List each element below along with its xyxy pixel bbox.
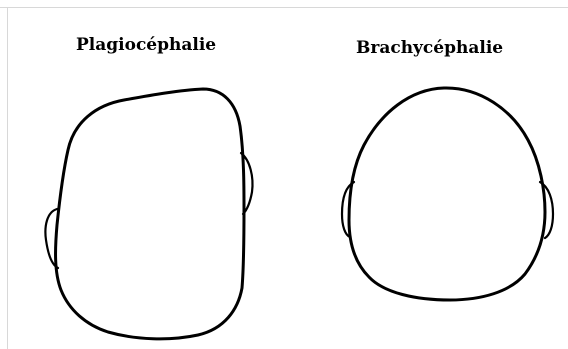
brachycephaly-head: [342, 88, 553, 300]
plagiocephaly-head: [45, 89, 252, 339]
brachycephaly-right-ear: [540, 182, 553, 238]
brachycephaly-skull-outline: [349, 88, 545, 300]
plagiocephaly-skull-outline: [56, 89, 244, 339]
